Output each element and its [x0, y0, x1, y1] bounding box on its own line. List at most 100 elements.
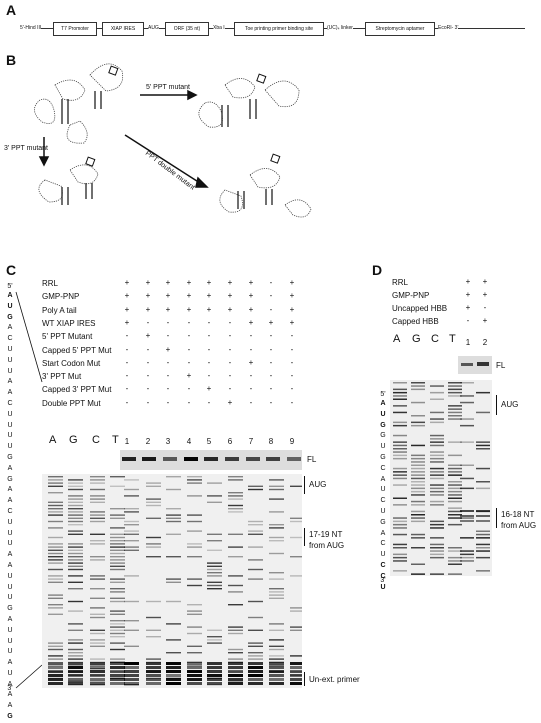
gel-band [290, 629, 302, 631]
panel-c-cell: - [166, 384, 170, 394]
gel-band [68, 508, 83, 510]
panel-c-row-label: Double PPT Mut [42, 398, 101, 408]
panel-c-cell: - [249, 371, 253, 381]
gel-band [48, 568, 63, 571]
aug-site: AUG [148, 22, 159, 34]
gel-band [248, 670, 263, 673]
panel-c-cell: + [289, 304, 295, 314]
gel-band [248, 600, 263, 603]
panel-c-cell: + [145, 331, 151, 341]
gel-band [90, 498, 105, 500]
gel-band [110, 568, 125, 571]
gel-band [448, 487, 462, 490]
gel-band [248, 645, 263, 647]
gel-band [225, 457, 239, 461]
panel-c-cell: - [249, 344, 253, 354]
gel-band [460, 418, 474, 420]
gel-band [430, 434, 444, 437]
panel-c-lane-number: 3 [165, 437, 171, 446]
gel-band [393, 543, 407, 546]
gel-band [110, 559, 125, 561]
panel-c-cell: - [187, 317, 191, 327]
gel-band [146, 482, 161, 484]
gel-band [48, 543, 63, 545]
panel-d-three-prime: 3' [380, 577, 386, 584]
panel-c-cell: + [248, 291, 254, 301]
sequence-base: U [7, 410, 13, 418]
gel-band [166, 662, 181, 665]
gel-band [290, 682, 302, 685]
gel-band [228, 670, 243, 673]
gel-band [393, 560, 407, 562]
gel-band [90, 479, 105, 481]
gel-band [68, 588, 83, 590]
gel-band [448, 415, 462, 417]
gel-band [48, 546, 63, 548]
panel-c-seq-lane: A [49, 434, 57, 446]
gel-band [68, 530, 83, 532]
gel-band [207, 642, 222, 644]
panel-c-cell: - [146, 397, 150, 407]
gel-band [228, 511, 243, 513]
gel-band [166, 652, 181, 654]
panel-c-cell: + [145, 291, 151, 301]
gel-band [476, 441, 490, 443]
gel-band [68, 549, 83, 551]
gel-band [48, 511, 63, 513]
gel-band [411, 487, 425, 490]
panel-c-cell: - [166, 317, 170, 327]
gel-band [228, 662, 243, 665]
panel-c-aug-bar [304, 476, 305, 494]
gel-band [166, 639, 181, 641]
gel-band [269, 511, 284, 513]
eco-site: EcoRI- 3' [438, 22, 459, 34]
panel-c-cell: - [228, 331, 232, 341]
gel-band [448, 464, 462, 466]
gel-band [90, 482, 105, 484]
panel-a-label: A [6, 2, 17, 18]
gel-band [110, 546, 125, 548]
sequence-base: U [7, 637, 13, 645]
panel-c-cell: - [146, 344, 150, 354]
gel-band [68, 639, 83, 641]
gel-band [228, 479, 243, 481]
gel-band [68, 600, 83, 603]
gel-band [448, 481, 462, 483]
gel-band [48, 556, 63, 558]
gel-band [187, 556, 202, 558]
gel-band [393, 467, 407, 470]
gel-band [411, 533, 425, 536]
gel-band [166, 533, 181, 535]
gel-band [90, 495, 105, 497]
sequence-base: C [7, 399, 13, 407]
gel-band [393, 398, 407, 400]
sequence-base: U [7, 648, 13, 656]
gel-band [290, 607, 302, 609]
gel-band [207, 581, 222, 583]
gel-band [290, 556, 302, 558]
panel-c-lane-number: 2 [145, 437, 151, 446]
gel-band [207, 666, 222, 669]
gel-band [269, 623, 284, 625]
panel-c-cell: - [249, 331, 253, 341]
gel-band [269, 488, 284, 491]
gel-band [290, 626, 302, 628]
gel-band [146, 666, 161, 669]
gel-band [411, 385, 425, 387]
gel-band [90, 543, 105, 545]
gel-band [124, 666, 139, 669]
gel-band [207, 588, 222, 590]
sequence-base: A [7, 615, 13, 623]
gel-band [68, 562, 83, 564]
panel-d-fl-strip [458, 356, 492, 374]
gel-band [48, 482, 63, 484]
gel-band [411, 388, 425, 391]
sequence-base: U [7, 583, 13, 591]
gel-band [48, 648, 63, 651]
panel-c-cell: - [187, 384, 191, 394]
gel-band [290, 485, 302, 487]
panel-c-cell: + [248, 304, 254, 314]
panel-c-cell: + [227, 278, 233, 287]
gel-band [393, 441, 407, 443]
sequence-base: U [380, 507, 386, 515]
